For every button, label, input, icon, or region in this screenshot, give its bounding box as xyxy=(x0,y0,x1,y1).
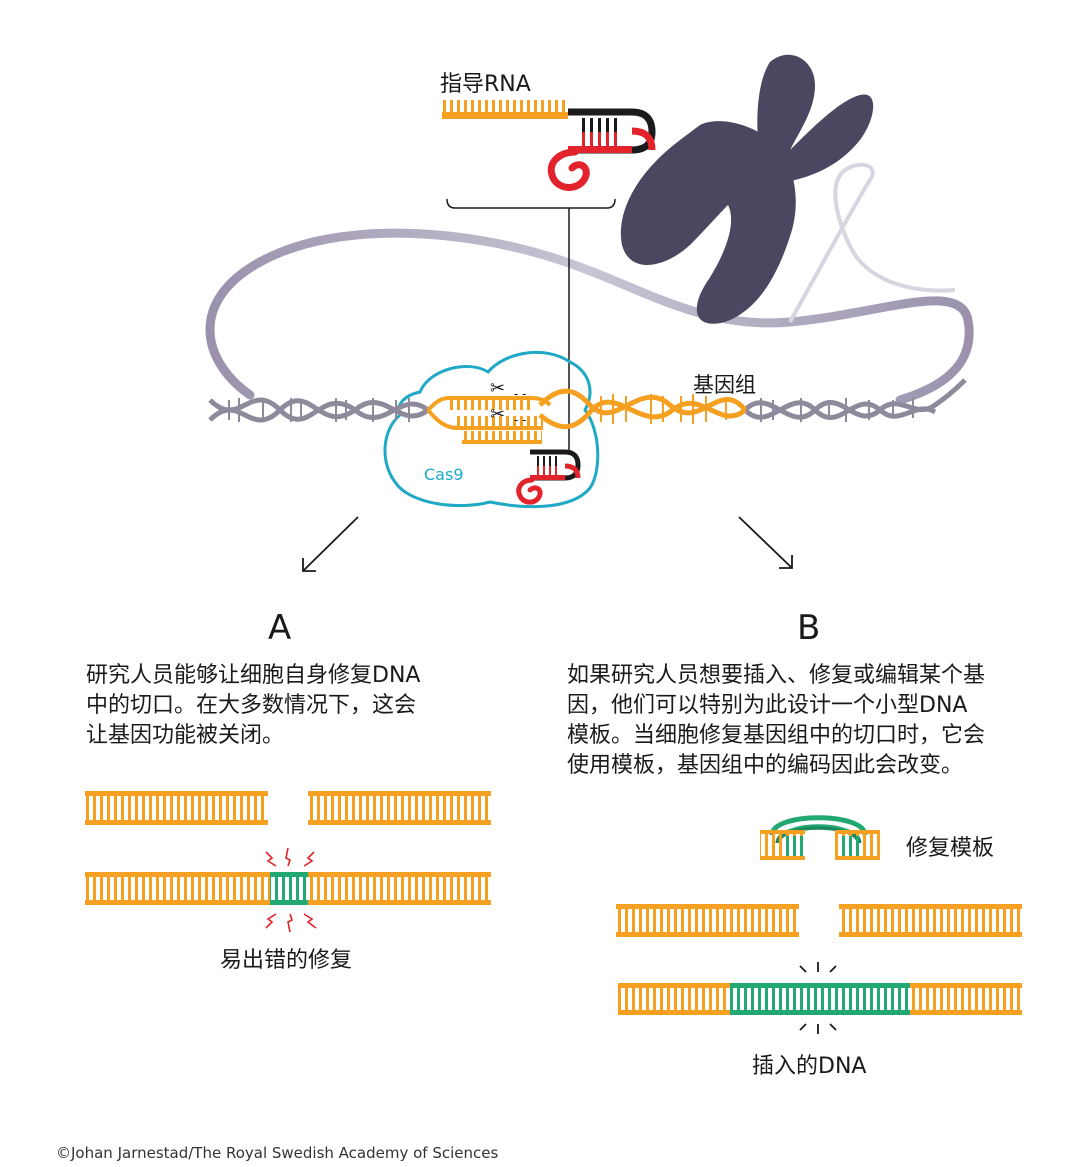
arrow-to-a xyxy=(302,516,359,572)
cas9-label: Cas9 xyxy=(424,465,464,484)
repair-template xyxy=(760,815,880,860)
scissors-icon: ✂ ✂ - - - - xyxy=(490,378,526,427)
repair-template-label: 修复模板 xyxy=(906,836,995,861)
panel-b-cut-dna xyxy=(616,904,1022,937)
panel-b-line: 如果研究人员想要插入、修复或编辑某个基 xyxy=(567,663,986,688)
error-spark-icon xyxy=(265,847,317,933)
panel-b-edited-dna xyxy=(618,983,1022,1015)
cas9-protein-outline xyxy=(383,350,600,509)
insertion-spark-icon xyxy=(799,962,837,1034)
guide-rna-label: 指导RNA xyxy=(440,72,531,97)
panel-b-letter: B xyxy=(797,608,821,648)
svg-text:- -: - - xyxy=(514,413,526,427)
arrow-to-b xyxy=(738,516,793,569)
chromosome xyxy=(620,54,874,324)
panel-b-line: 模板。当细胞修复基因组中的切口时，它会 xyxy=(567,723,986,748)
panel-a-description: 研究人员能够让细胞自身修复DNA 中的切口。在大多数情况下，这会 让基因功能被关… xyxy=(86,661,486,751)
error-prone-repair-caption: 易出错的修复 xyxy=(220,948,353,973)
panel-a-letter: A xyxy=(268,608,292,648)
panel-a-line: 研究人员能够让细胞自身修复DNA xyxy=(86,663,421,688)
panel-b-line: 因，他们可以特别为此设计一个小型DNA xyxy=(567,693,968,718)
genome-label: 基因组 xyxy=(693,373,756,397)
genome-loop xyxy=(205,162,974,405)
panel-b-description: 如果研究人员想要插入、修复或编辑某个基 因，他们可以特别为此设计一个小型DNA … xyxy=(567,661,1037,781)
panel-a-line: 让基因功能被关闭。 xyxy=(86,723,285,748)
guide-rna-bound xyxy=(516,449,581,505)
panel-b-line: 使用模板，基因组中的编码因此会改变。 xyxy=(567,753,964,778)
panel-a-repaired-dna xyxy=(85,872,491,905)
guide-bracket xyxy=(446,198,616,450)
guide-rna-top xyxy=(442,100,656,191)
svg-text:✂: ✂ xyxy=(490,404,505,425)
svg-text:✂: ✂ xyxy=(490,378,505,399)
panel-a-cut-dna xyxy=(85,791,491,825)
svg-text:- -: - - xyxy=(514,387,526,401)
inserted-dna-caption: 插入的DNA xyxy=(752,1054,867,1079)
helix-rungs xyxy=(228,394,914,424)
panel-a-line: 中的切口。在大多数情况下，这会 xyxy=(86,693,417,718)
image-credit: ©Johan Jarnestad/The Royal Swedish Acade… xyxy=(56,1144,499,1162)
genome-helix xyxy=(208,378,967,430)
unwound-dna xyxy=(426,396,552,444)
